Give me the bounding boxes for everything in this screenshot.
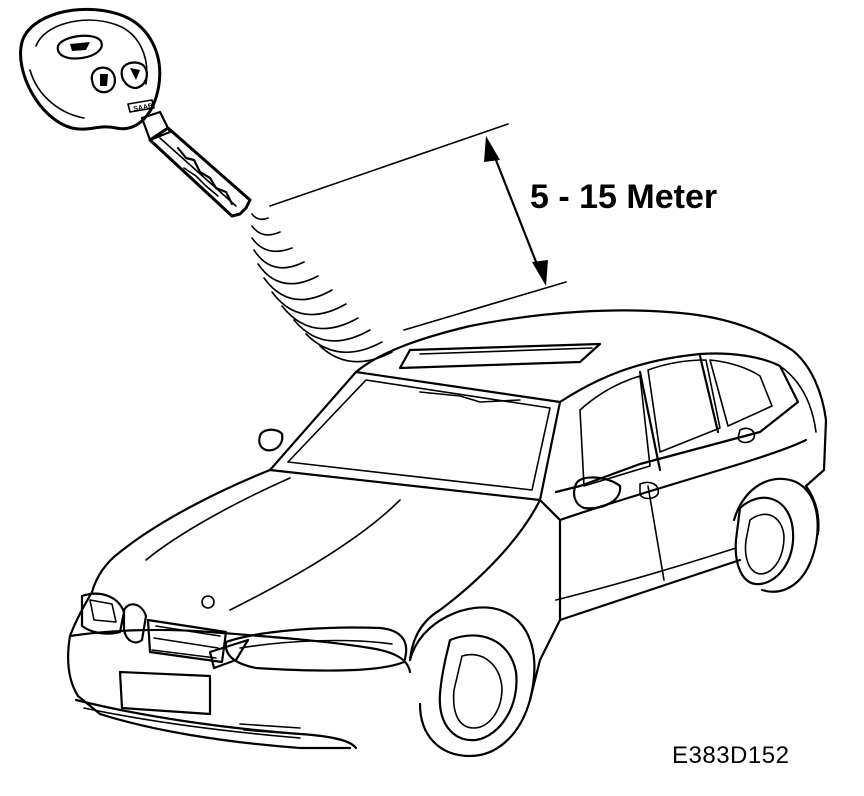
range-indicator: 5 - 15 Meter (269, 123, 717, 331)
double-headed-arrow-icon (484, 136, 548, 286)
key-badge-text: SAAB (133, 103, 154, 113)
range-lower-line (403, 281, 567, 331)
figure-code: E383D152 (672, 742, 790, 769)
distance-label: 5 - 15 Meter (530, 178, 717, 216)
radio-signal-icon (251, 213, 393, 363)
sedan-car-icon (67, 309, 828, 758)
range-upper-line (269, 123, 509, 207)
remote-key-fob-icon: SAAB (19, 7, 252, 218)
